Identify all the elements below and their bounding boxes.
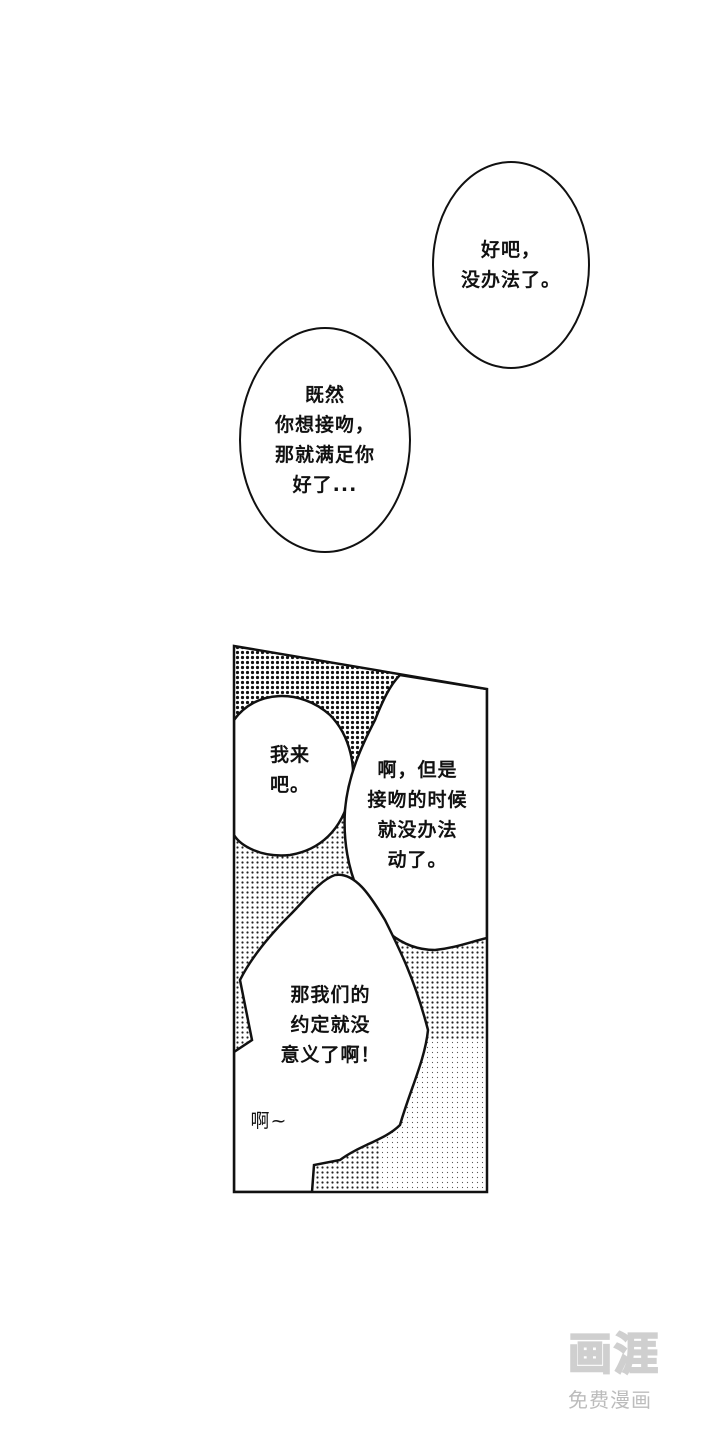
panel-text-right: 啊，但是 接吻的时候 就没办法 动了。 [367,759,468,871]
speech-text-top: 好吧， 没办法了。 [460,239,561,291]
speech-bubble-middle: 既然 你想接吻， 那就满足你 好了... [239,327,411,553]
panel-border [232,644,489,1194]
watermark: 画涯 免费漫画 [567,1318,688,1413]
speech-bubble-top: 好吧， 没办法了。 [432,161,590,369]
panel-bubble-right-shape [343,673,487,952]
panel-text-left: 我来 吧。 [269,744,310,796]
panel-text-bottom: 那我们的 约定就没 意义了啊！ [280,984,381,1066]
speech-text-middle: 既然 你想接吻， 那就满足你 好了... [274,384,375,496]
watermark-subtitle: 免费漫画 [568,1388,652,1412]
panel-bubble-bottom-shape [234,873,430,1192]
sound-effect-text: 啊~ [250,1110,288,1132]
watermark-logo: 画涯 [567,1328,660,1381]
